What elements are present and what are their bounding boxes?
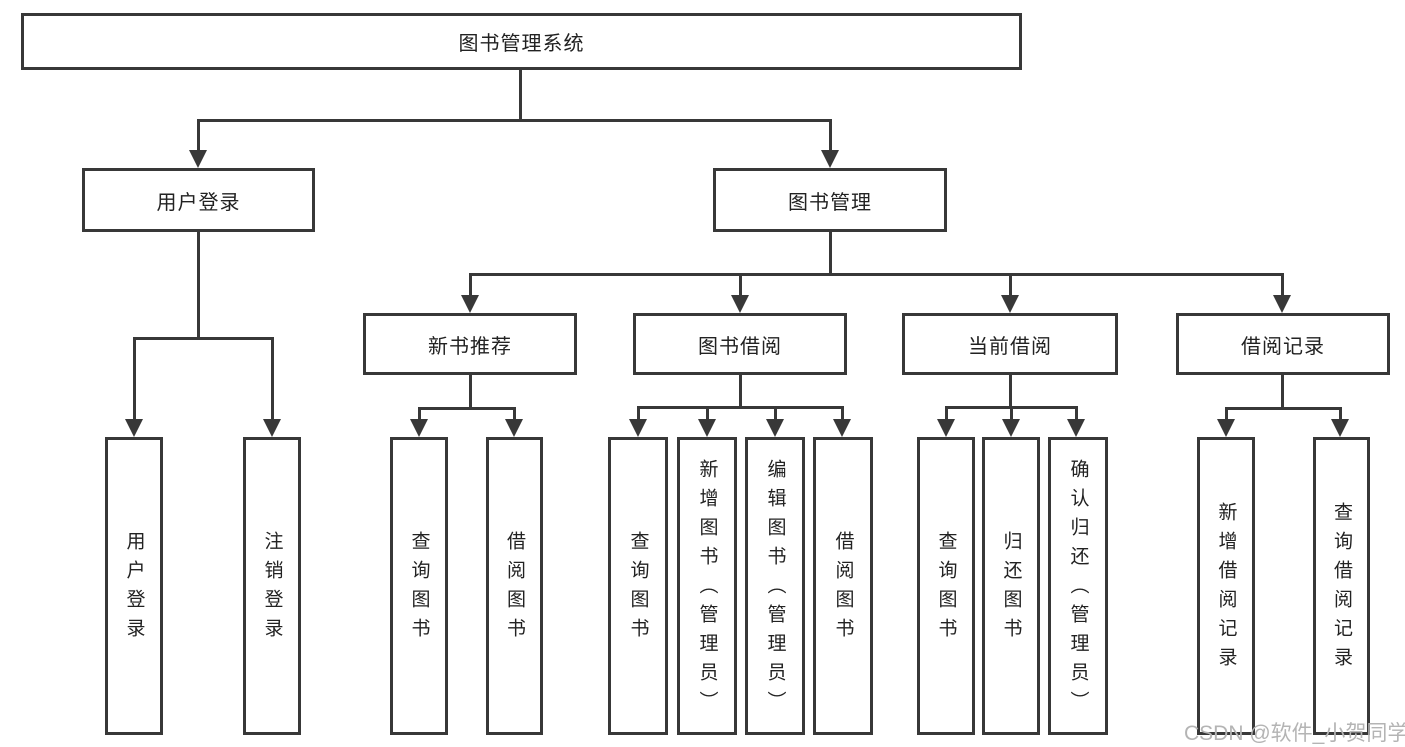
leaf-borrow-book: 借阅图书 (813, 437, 873, 735)
leaf-query-book-borrowing: 查询图书 (608, 437, 668, 735)
leaf-query-borrow-record-label: 查询借阅记录 (1331, 502, 1352, 676)
arrowhead-icon (1002, 419, 1020, 437)
leaf-add-book-admin-label: 新增图书（管理员） (696, 458, 718, 720)
leaf-logout: 注销登录 (243, 437, 301, 735)
connector-drop-borrow-records (1281, 273, 1284, 296)
arrowhead-icon (1001, 295, 1019, 313)
node-book-management-branch: 图书管理 (713, 168, 947, 232)
node-user-login-branch: 用户登录 (82, 168, 315, 232)
node-new-book-recommend-label: 新书推荐 (428, 335, 512, 358)
connector-drop (841, 406, 844, 420)
leaf-logout-label: 注销登录 (261, 531, 283, 647)
node-current-borrowing-label: 当前借阅 (968, 335, 1052, 358)
arrowhead-icon (766, 419, 784, 437)
connector-drop-leaf-user-login (133, 337, 136, 420)
connector-drop (418, 407, 421, 420)
node-user-login-branch-label: 用户登录 (156, 191, 241, 214)
arrowhead-icon (505, 419, 523, 437)
leaf-add-borrow-record: 新增借阅记录 (1197, 437, 1255, 735)
connector-records-stem (1281, 375, 1284, 407)
connector-drop-current-borrowing (1009, 273, 1012, 296)
leaf-query-borrow-record: 查询借阅记录 (1313, 437, 1370, 735)
connector-bookmgmt-stem (829, 232, 832, 273)
arrowhead-icon (461, 295, 479, 313)
connector-drop (1339, 407, 1342, 420)
arrowhead-icon (937, 419, 955, 437)
leaf-confirm-return-admin: 确认归还（管理员） (1048, 437, 1108, 735)
connector-userlogin-rail (133, 337, 274, 340)
node-book-borrowing: 图书借阅 (633, 313, 847, 375)
arrowhead-icon (821, 150, 839, 168)
connector-drop-book-management (829, 119, 832, 152)
arrowhead-icon (125, 419, 143, 437)
arrowhead-icon (1217, 419, 1235, 437)
leaf-borrow-book-recommend: 借阅图书 (486, 437, 543, 735)
connector-drop (945, 406, 948, 420)
arrowhead-icon (410, 419, 428, 437)
connector-drop-new-book (469, 273, 472, 296)
leaf-query-book-recommend-label: 查询图书 (408, 531, 430, 647)
connector-borrowing-rail (637, 406, 843, 409)
node-book-borrowing-label: 图书借阅 (698, 335, 782, 358)
connector-drop (774, 406, 777, 420)
arrowhead-icon (698, 419, 716, 437)
leaf-return-book: 归还图书 (982, 437, 1040, 735)
arrowhead-icon (1273, 295, 1291, 313)
leaf-user-login: 用户登录 (105, 437, 163, 735)
connector-root-stem (519, 70, 522, 119)
csdn-watermark: CSDN @软件_小贺同学 (1184, 722, 1405, 745)
leaf-query-book-current: 查询图书 (917, 437, 975, 735)
node-borrowing-records-label: 借阅记录 (1241, 335, 1325, 358)
arrowhead-icon (629, 419, 647, 437)
connector-drop (637, 406, 640, 420)
node-new-book-recommend: 新书推荐 (363, 313, 577, 375)
node-current-borrowing: 当前借阅 (902, 313, 1118, 375)
leaf-edit-book-admin-label: 编辑图书（管理员） (764, 458, 786, 720)
leaf-edit-book-admin: 编辑图书（管理员） (745, 437, 805, 735)
node-library-system-label: 图书管理系统 (458, 33, 585, 55)
node-book-management-branch-label: 图书管理 (788, 191, 872, 214)
connector-drop-leaf-logout (271, 337, 274, 420)
arrowhead-icon (731, 295, 749, 313)
leaf-return-book-label: 归还图书 (1000, 531, 1022, 647)
arrowhead-icon (263, 419, 281, 437)
arrowhead-icon (1067, 419, 1085, 437)
leaf-user-login-label: 用户登录 (123, 531, 145, 647)
leaf-confirm-return-admin-label: 确认归还（管理员） (1067, 458, 1089, 720)
connector-root-rail (197, 119, 832, 122)
connector-drop (1010, 406, 1013, 420)
leaf-borrow-book-recommend-label: 借阅图书 (504, 531, 525, 647)
node-borrowing-records: 借阅记录 (1176, 313, 1390, 375)
connector-drop-book-borrowing (739, 273, 742, 296)
arrowhead-icon (833, 419, 851, 437)
connector-current-stem (1009, 375, 1012, 406)
node-library-system: 图书管理系统 (21, 13, 1022, 70)
connector-bookmgmt-rail (469, 273, 1284, 276)
connector-drop (513, 407, 516, 420)
connector-drop (1075, 406, 1078, 420)
arrowhead-icon (1331, 419, 1349, 437)
connector-drop (1225, 407, 1228, 420)
leaf-add-borrow-record-label: 新增借阅记录 (1215, 502, 1237, 676)
arrowhead-icon (189, 150, 207, 168)
connector-drop (706, 406, 709, 420)
connector-drop-user-login (197, 119, 200, 152)
leaf-query-book-recommend: 查询图书 (390, 437, 448, 735)
connector-userlogin-stem (197, 232, 200, 337)
connector-newbook-rail (418, 407, 516, 410)
connector-newbook-stem (469, 375, 472, 407)
leaf-query-book-current-label: 查询图书 (935, 531, 957, 647)
connector-borrowing-stem (739, 375, 742, 406)
leaf-add-book-admin: 新增图书（管理员） (677, 437, 737, 735)
connector-records-rail (1225, 407, 1342, 410)
leaf-borrow-book-label: 借阅图书 (832, 531, 854, 647)
leaf-query-book-borrowing-label: 查询图书 (627, 531, 649, 647)
